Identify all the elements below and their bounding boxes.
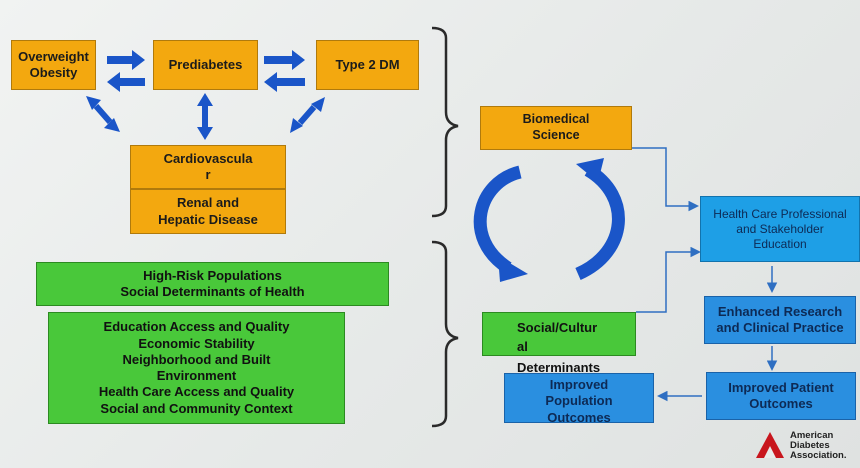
- box-biomedical-line1: Biomedical: [522, 112, 590, 127]
- box-research-line2: and Clinical Practice: [716, 320, 844, 335]
- box-hcp-education: Health Care Professional and Stakeholder…: [700, 196, 860, 262]
- box-population-line1: Improved: [549, 377, 609, 392]
- box-social-cultural: Social/Cultur al Determinants: [482, 312, 636, 375]
- ada-logo-text: American Diabetes Association.: [790, 431, 847, 461]
- box-cardiovascular: Cardiovascula r: [130, 145, 286, 189]
- sdoh-item: Social and Community Context: [100, 400, 293, 416]
- box-renal-line1: Renal and: [176, 195, 240, 211]
- bracket-top: [431, 26, 459, 218]
- box-sdoh-list: Education Access and Quality Economic St…: [48, 312, 345, 424]
- box-population-line3: Outcomes: [547, 409, 611, 425]
- logo-line2: Diabetes: [790, 440, 830, 451]
- connector-social-hcp: [636, 246, 701, 313]
- box-biomedical-science: Biomedical Science: [480, 106, 632, 150]
- arrow-type2dm-cardio: [290, 97, 325, 133]
- sdoh-item: Economic Stability: [138, 335, 255, 351]
- box-hcp-line1: Health Care Professional: [713, 206, 847, 221]
- box-overweight-line1: Overweight: [18, 48, 89, 64]
- box-patient-line1: Improved Patient: [728, 379, 834, 395]
- arrow-prediabetes-cardio: [197, 93, 213, 140]
- sdoh-item: Health Care Access and Quality: [98, 384, 295, 400]
- box-type2dm-label: Type 2 DM: [335, 56, 400, 72]
- box-patient-line2: Outcomes: [749, 396, 813, 411]
- connector-biomedical-hcp: [632, 147, 699, 212]
- box-enhanced-research: Enhanced Research and Clinical Practice: [704, 296, 856, 344]
- sdoh-item: Education Access and Quality: [103, 319, 290, 335]
- box-prediabetes-label: Prediabetes: [168, 56, 243, 72]
- box-hcp-line2: and Stakeholder: [736, 221, 824, 236]
- box-type2dm: Type 2 DM: [316, 40, 419, 90]
- cycle-arrow-left: [473, 165, 528, 282]
- box-biomedical-line2: Science: [532, 128, 580, 142]
- box-social-line2: al: [517, 339, 528, 355]
- box-social-line3: Determinants: [517, 359, 601, 375]
- box-overweight-line2: Obesity: [29, 65, 78, 80]
- logo-line1: American: [790, 430, 834, 441]
- box-cardio-line1: Cardiovascula: [163, 150, 253, 166]
- box-improved-patient: Improved Patient Outcomes: [706, 372, 856, 420]
- box-population-line2: Population: [545, 393, 613, 409]
- logo-line3: Association.: [790, 450, 847, 461]
- box-social-line1: Social/Cultur: [517, 320, 598, 335]
- box-highrisk-line2: Social Determinants of Health: [120, 284, 305, 299]
- box-research-line1: Enhanced Research: [717, 303, 843, 319]
- double-arrow-overweight-prediabetes: [107, 50, 145, 92]
- ada-logo: American Diabetes Association.: [752, 428, 856, 464]
- ada-logo-mark: [756, 432, 784, 458]
- box-prediabetes: Prediabetes: [153, 40, 258, 90]
- cycle-arrow-right: [575, 158, 625, 280]
- box-hcp-line3: Education: [753, 236, 807, 251]
- arrow-overweight-cardio: [86, 96, 120, 132]
- sdoh-item: Environment: [156, 368, 237, 383]
- sdoh-item: Neighborhood and Built: [122, 351, 271, 367]
- box-highrisk-line1: High-Risk Populations: [143, 267, 282, 283]
- box-renal-hepatic: Renal and Hepatic Disease: [130, 189, 286, 234]
- box-renal-line2: Hepatic Disease: [158, 211, 258, 227]
- double-arrow-prediabetes-type2dm: [264, 50, 305, 92]
- bracket-bottom: [431, 240, 459, 428]
- box-cardio-line2: r: [205, 167, 211, 182]
- box-high-risk-populations: High-Risk Populations Social Determinant…: [36, 262, 389, 306]
- box-improved-population: Improved Population Outcomes: [504, 373, 654, 425]
- box-overweight-obesity: Overweight Obesity: [11, 40, 96, 90]
